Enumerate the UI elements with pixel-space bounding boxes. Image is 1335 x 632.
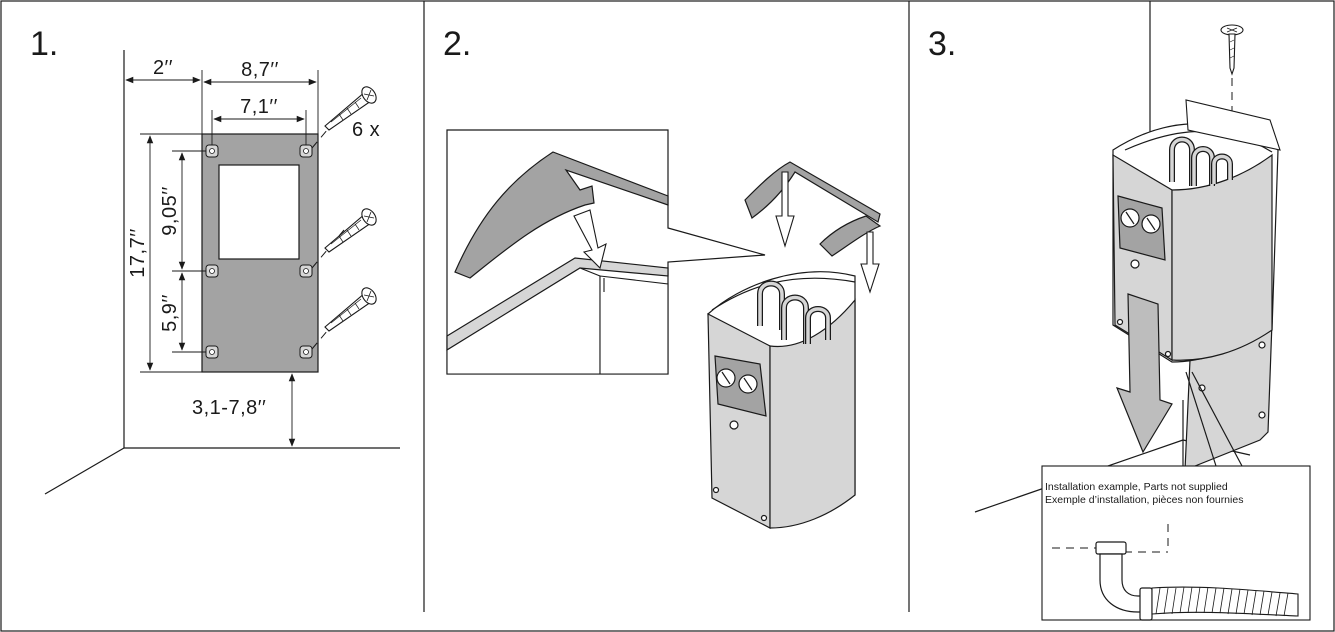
mounting-hole (299, 144, 313, 158)
floor-edge-line (44, 447, 125, 495)
inset-caption-en: Installation example, Parts not supplied (1045, 481, 1228, 493)
pipe-fitting (1095, 541, 1127, 555)
cover-piece-detail (454, 151, 669, 279)
panel-1: 1. 2′′ 8,7′′ 7,1′′ (30, 25, 400, 495)
arrow-down-icon (775, 171, 795, 248)
indicator-light (729, 420, 739, 430)
arrow-down-icon (1115, 293, 1173, 454)
heater-side-panel (707, 313, 771, 529)
mounting-hole (205, 264, 219, 278)
indicator-light (1130, 259, 1140, 269)
label-upper-spacing: 9,05′′ (159, 186, 181, 235)
step-number-3: 3. (928, 25, 956, 63)
screw-icon (324, 284, 380, 332)
step-number-1: 1. (30, 25, 58, 63)
screw-icon (324, 205, 380, 253)
label-lower-spacing: 5,9′′ (159, 294, 181, 332)
screw-count-label: 6 x (352, 119, 380, 141)
arrow-down-icon (860, 231, 880, 294)
mounting-hole (299, 345, 313, 359)
panel-2: 2. (443, 25, 882, 529)
arrow-down-icon (573, 209, 607, 270)
mounting-hole (205, 345, 219, 359)
mounting-hole (205, 144, 219, 158)
mounting-hole (299, 264, 313, 278)
screw-icon (1220, 24, 1244, 76)
cover-piece (819, 215, 882, 257)
label-plate-width: 8,7′′ (241, 59, 279, 81)
step-number-2: 2. (443, 25, 471, 63)
panel-3: 3. (928, 1, 1311, 621)
heater-front-panel (769, 298, 856, 529)
label-hole-spacing: 7,1′′ (240, 96, 278, 118)
label-left-offset: 2′′ (153, 57, 173, 79)
cover-piece (744, 161, 881, 223)
plate-cutout (218, 164, 300, 260)
inset-caption-fr: Exemple d’installation, pièces non fourn… (1045, 494, 1243, 506)
label-plate-height: 17,7′′ (127, 228, 149, 277)
cover-piece (1185, 99, 1281, 151)
heater-front-panel (1171, 153, 1273, 361)
label-floor-gap: 3,1-7,8′′ (192, 397, 266, 419)
